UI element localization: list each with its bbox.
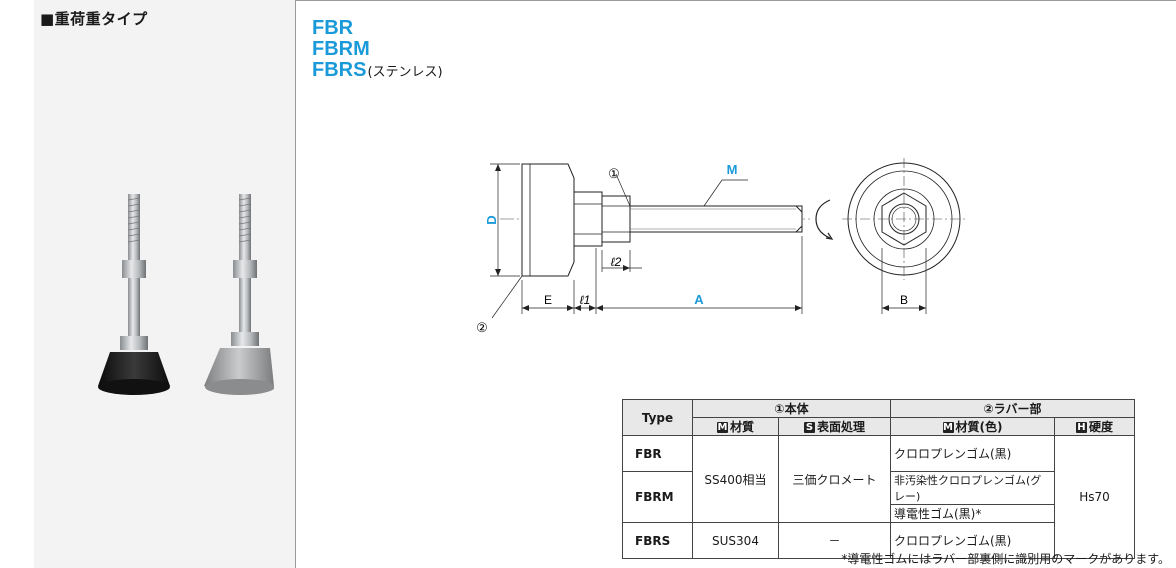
length-label-e: E	[544, 293, 552, 307]
hardness-cell: Hs70	[1054, 435, 1135, 559]
category-title: ■重荷重タイプ	[40, 10, 148, 28]
hardness-badge-icon: H	[1075, 422, 1087, 433]
model-fbrs-note: (ステンレス)	[367, 65, 443, 80]
length-label-a: A	[694, 292, 704, 307]
type-cell: FBRM	[622, 471, 693, 523]
product-photo	[98, 194, 274, 395]
dimension-drawing: ① M D ℓ2 E ℓ1 A B ②	[476, 158, 966, 335]
model-fbrm: FBRM	[312, 38, 370, 60]
type-cell: FBRS	[622, 522, 693, 559]
rubber-cell: クロロプレンゴム(黒)	[890, 435, 1055, 472]
table-row: FBRM 非汚染性クロロプレンゴム(グレー)	[622, 471, 1135, 523]
surface-badge-icon: S	[803, 422, 815, 433]
model-fbr: FBR	[312, 17, 354, 39]
category-panel: ■重荷重タイプ	[34, 0, 296, 568]
callout-2-label: ②	[476, 320, 488, 335]
th-type: Type	[622, 399, 693, 436]
type-cell: FBR	[622, 435, 693, 472]
surface-cell: 三価クロメート	[778, 435, 891, 523]
rubber-cell: 非汚染性クロロプレンゴム(グレー)	[890, 471, 1055, 505]
length-label-l1: ℓ1	[580, 293, 591, 307]
rubber-cell: クロロプレンゴム(黒)	[890, 522, 1055, 559]
material-badge-icon: M	[942, 422, 954, 433]
model-list: FBR FBRM FBRS(ステンレス)	[312, 18, 443, 83]
material-cell: SUS304	[692, 522, 779, 559]
length-label-l2: ℓ2	[611, 255, 622, 269]
material-badge-icon: M	[716, 422, 728, 433]
material-cell: SS400相当	[692, 435, 779, 523]
callout-1-label: ①	[608, 166, 620, 181]
footnote: *導電性ゴムにはラバー部裏側に識別用のマークがあります。	[841, 552, 1170, 566]
th-rubber: ②ラバー部	[890, 399, 1135, 418]
model-fbrs: FBRS(ステンレス)	[312, 59, 443, 81]
black-foot-image	[98, 194, 170, 395]
table-row: FBRS SUS304 － クロロプレンゴム(黒)	[622, 522, 1135, 559]
th-body: ①本体	[692, 399, 891, 418]
diameter-label-d: D	[484, 215, 499, 224]
thread-label-m: M	[727, 162, 738, 177]
width-label-b: B	[900, 293, 908, 307]
rubber-cell: 導電性ゴム(黒)*	[890, 504, 1055, 523]
table-row: FBR SS400相当 三価クロメート クロロプレンゴム(黒) Hs70	[622, 435, 1135, 559]
grey-foot-image	[204, 194, 274, 395]
